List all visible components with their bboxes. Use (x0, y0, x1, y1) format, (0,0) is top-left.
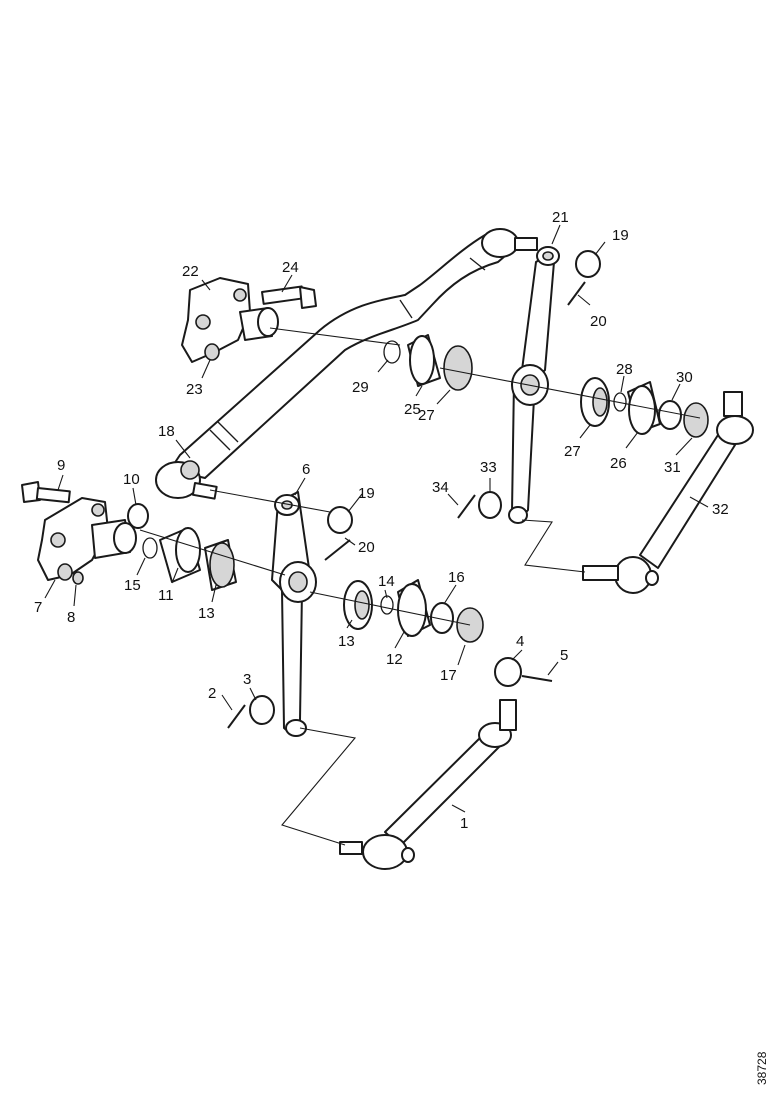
tie-rod-lower (339, 699, 517, 870)
callout-11: 11 (158, 587, 174, 604)
callout-24: 24 (282, 259, 299, 276)
tie-rod-right (582, 391, 754, 594)
callout-26: 26 (610, 455, 627, 472)
lower-link-nut (227, 695, 275, 729)
bracket-nut (127, 503, 149, 529)
callout-5: 5 (560, 647, 568, 664)
callout-8: 8 (67, 609, 75, 626)
callout-19-upper: 19 (612, 227, 629, 244)
callout-28: 28 (616, 361, 633, 378)
callout-29: 29 (352, 379, 369, 396)
callout-15: 15 (124, 577, 141, 594)
callout-27-right: 27 (564, 443, 581, 460)
assembly-lines (139, 327, 701, 846)
upper-nut-cotter (567, 250, 601, 306)
callout-32: 32 (712, 501, 729, 518)
callout-17: 17 (440, 667, 457, 684)
callout-30: 30 (676, 369, 693, 386)
lower-idler-bracket (37, 497, 137, 585)
callout-9: 9 (57, 457, 65, 474)
callout-21: 21 (552, 209, 569, 226)
callout-10: 10 (123, 471, 140, 488)
callout-33: 33 (480, 459, 497, 476)
callout-20-lower: 20 (358, 539, 375, 556)
callout-1: 1 (460, 815, 468, 832)
reference-number: 38728 (755, 1051, 769, 1085)
callout-labels: 1 2 3 4 5 6 7 8 9 10 11 12 13 13 14 15 1… (34, 209, 729, 832)
tie-rod-nut (494, 657, 553, 687)
callout-13-right: 13 (338, 633, 355, 650)
callout-leaders (44, 224, 709, 813)
callout-3: 3 (243, 671, 251, 688)
callout-14: 14 (378, 573, 395, 590)
bracket-bolt (21, 481, 71, 504)
upper-idler-bracket (181, 277, 279, 363)
callout-4: 4 (516, 633, 524, 650)
upper-bolt (261, 285, 317, 309)
callout-16: 16 (448, 569, 465, 586)
lower-nut-cotter (324, 506, 353, 561)
callout-18: 18 (158, 423, 175, 440)
right-link-nut (457, 491, 502, 519)
center-link-rod (155, 228, 538, 500)
idler-arm-right (508, 246, 560, 524)
callout-12: 12 (386, 651, 403, 668)
callout-27-left: 27 (418, 407, 435, 424)
callout-19-lower: 19 (358, 485, 375, 502)
callout-13-left: 13 (198, 605, 215, 622)
callout-31: 31 (664, 459, 681, 476)
callout-7: 7 (34, 599, 42, 616)
idler-arm-left (271, 491, 317, 737)
callout-2: 2 (208, 685, 216, 702)
callout-23: 23 (186, 381, 203, 398)
callout-20-upper: 20 (590, 313, 607, 330)
callout-6: 6 (302, 461, 310, 478)
callout-22: 22 (182, 263, 199, 280)
callout-25: 25 (404, 401, 421, 418)
callout-34: 34 (432, 479, 449, 496)
